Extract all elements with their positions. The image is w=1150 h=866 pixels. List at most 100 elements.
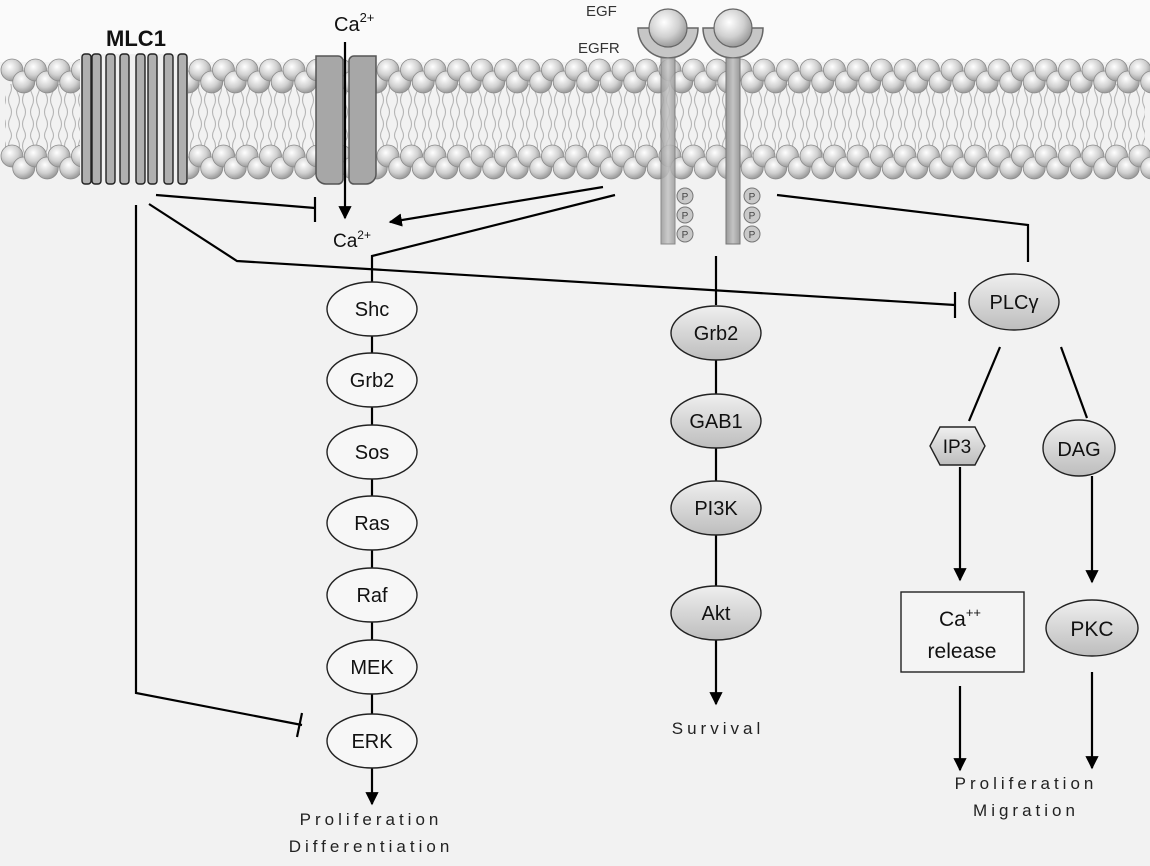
- channel-right-subunit: [348, 55, 377, 185]
- calcium-channel: Ca2+: [315, 10, 377, 220]
- mlc1-helix: [177, 53, 188, 185]
- phospho-label: P: [682, 192, 689, 203]
- node-label: MEK: [350, 657, 394, 679]
- lipid-heads-outer: [0, 58, 1150, 94]
- cell-membrane: [0, 58, 1150, 180]
- plcg-node-shape: [968, 273, 1060, 331]
- phospho-site: P: [676, 206, 694, 224]
- egf-label: EGF: [586, 3, 617, 20]
- connectors: [134, 185, 1099, 772]
- mlc1-label: MLC1: [106, 26, 166, 51]
- phospho-circle: [743, 206, 761, 224]
- phospho-circle: [743, 187, 761, 205]
- node-label: PI3K: [694, 498, 738, 520]
- egfr-to-plcg-line: [776, 193, 1030, 262]
- mapk-node-raf[interactable]: Raf: [326, 567, 418, 623]
- ip3-node-shape: [929, 426, 986, 466]
- pi3k-node-grb2[interactable]: Grb2: [670, 305, 762, 361]
- node-label: Akt: [702, 603, 731, 625]
- node-label: Raf: [356, 585, 388, 607]
- pi3k-outcome: Survival: [672, 719, 764, 738]
- mapk-node-grb2[interactable]: Grb2: [326, 352, 418, 408]
- egfr-transmembrane-1: [660, 57, 676, 245]
- node-label: Shc: [355, 299, 389, 321]
- node-shape: [326, 495, 418, 551]
- node-label: GAB1: [689, 411, 742, 433]
- mapk-outcome-line2: Differentiation: [289, 837, 454, 856]
- lipid-head: [1140, 156, 1150, 180]
- mlc1-helix: [147, 53, 158, 185]
- dag-node[interactable]: DAG: [1042, 419, 1116, 477]
- plc-outcome-line2: Migration: [973, 801, 1079, 820]
- phospho-label: P: [749, 192, 756, 203]
- mlc1-inhibits-calcium-line: [155, 193, 316, 210]
- plcg-node[interactable]: PLCγ: [968, 273, 1060, 331]
- outcomes: Proliferation Differentiation Survival P…: [289, 719, 1098, 856]
- mapk-node-shc[interactable]: Shc: [326, 281, 418, 337]
- node-shape: [326, 639, 418, 695]
- mlc1-helix: [91, 53, 102, 185]
- node-label: Grb2: [694, 323, 738, 345]
- pi3k-node-gab1[interactable]: GAB1: [670, 393, 762, 449]
- mlc1-helix: [105, 53, 116, 185]
- pi3k-node-akt[interactable]: Akt: [670, 585, 762, 641]
- mapk-node-sos[interactable]: Sos: [326, 424, 418, 480]
- pkc-node[interactable]: PKC: [1045, 599, 1139, 657]
- pi3k-node-pi3k[interactable]: PI3K: [670, 480, 762, 536]
- channel-left-subunit: [315, 55, 344, 185]
- dag-node-label: DAG: [1057, 439, 1100, 461]
- phospho-circle: [676, 187, 694, 205]
- phospho-label: P: [682, 230, 689, 241]
- egfr-label: EGFR: [578, 40, 620, 57]
- dag-node-shape: [1042, 419, 1116, 477]
- node-shape: [326, 713, 418, 769]
- plc-pathway: PLCγ IP3 DAG Ca++ release PKC: [900, 273, 1139, 673]
- phospho-circle: [743, 225, 761, 243]
- plcg-to-dag-line: [1059, 346, 1089, 419]
- egfr-transmembrane-2: [725, 57, 741, 245]
- mapk-node-mek[interactable]: MEK: [326, 639, 418, 695]
- pkc-node-label: PKC: [1070, 618, 1113, 641]
- egfr-to-calcium-arrow: [388, 185, 604, 227]
- mlc1-helix: [81, 53, 92, 185]
- phospho-label: P: [749, 230, 756, 241]
- mlc1-erk-inhibition-bar: [295, 712, 304, 738]
- ca-release-node[interactable]: Ca++ release: [900, 591, 1025, 673]
- ca-release-label-line1: Ca++: [939, 605, 981, 631]
- mlc1-helices: [81, 53, 188, 185]
- egfr-to-shc-line: [370, 193, 616, 282]
- egf-ligand-2: [713, 8, 753, 48]
- mlc1-protein: MLC1: [80, 26, 188, 185]
- phospho-site: P: [743, 206, 761, 224]
- mlc1-inhibits-erk-line: [134, 205, 303, 727]
- node-shape: [326, 424, 418, 480]
- phospho-circle: [676, 225, 694, 243]
- mapk-outcome-line1: Proliferation: [300, 810, 443, 829]
- mlc1-helix: [119, 53, 130, 185]
- ip3-node-label: IP3: [943, 437, 972, 458]
- phospho-site: P: [743, 187, 761, 205]
- lipid-tails: [5, 84, 1145, 156]
- phospho-circle: [676, 206, 694, 224]
- node-shape: [670, 393, 762, 449]
- plcg-to-ip3-line: [967, 346, 1002, 422]
- mapk-node-erk[interactable]: ERK: [326, 713, 418, 769]
- plcg-node-label: PLCγ: [990, 292, 1039, 314]
- node-shape: [670, 480, 762, 536]
- lipid-head: [1140, 70, 1150, 94]
- channel-ca-label: Ca2+: [334, 10, 374, 36]
- phospho-label: P: [749, 211, 756, 222]
- phospho-site: P: [743, 225, 761, 243]
- plc-outcome-line1: Proliferation: [955, 774, 1098, 793]
- node-shape: [326, 281, 418, 337]
- mlc1-helix: [135, 53, 146, 185]
- mapk-node-ras[interactable]: Ras: [326, 495, 418, 551]
- ca-release-box: [900, 591, 1025, 673]
- ip3-node[interactable]: IP3: [929, 426, 986, 466]
- phospho-site: P: [676, 187, 694, 205]
